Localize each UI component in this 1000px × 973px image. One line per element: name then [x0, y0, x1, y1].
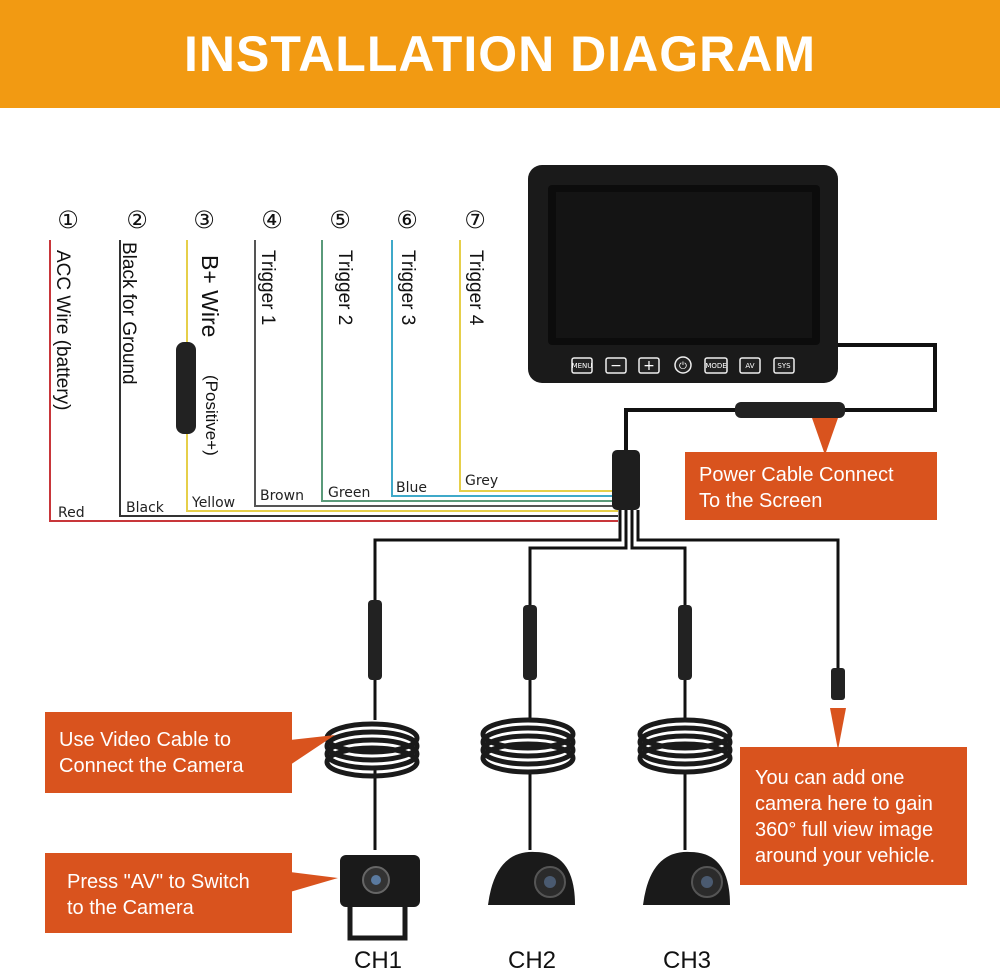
video-connector [368, 600, 382, 680]
wire-label: ACC Wire (battery) [52, 250, 73, 410]
sys-button[interactable]: SYS [773, 357, 795, 374]
callout-line: 360° full view image [755, 819, 934, 841]
wire-number: ⑥ [396, 206, 418, 234]
callout-pointer [830, 708, 846, 750]
power-connector [735, 402, 845, 418]
svg-text:−: − [610, 358, 622, 374]
camera-ch3 [643, 851, 730, 905]
wire-number: ④ [261, 206, 283, 234]
channel-label-ch2: CH2 [508, 947, 556, 973]
wire-grey [459, 240, 618, 492]
wire-label: Black for Ground [118, 242, 139, 385]
channel-label-ch1: CH1 [354, 947, 402, 973]
callout-video-cable: Use Video Cable to Connect the Camera [45, 712, 292, 793]
wire-label: Trigger 3 [397, 250, 418, 325]
callout-press-av: Press "AV" to Switch to the Camera [45, 853, 292, 933]
callout-pointer [812, 418, 838, 455]
page-title: INSTALLATION DIAGRAM [184, 26, 816, 82]
wire-number: ⑤ [329, 206, 351, 234]
callout-line: Connect the Camera [59, 755, 244, 777]
svg-text:SYS: SYS [777, 362, 791, 370]
menu-button[interactable]: MENU [571, 357, 593, 374]
svg-text:⏻: ⏻ [679, 361, 687, 372]
wire-number: ③ [193, 206, 215, 234]
power-cable [624, 408, 740, 452]
wire-label: Trigger 2 [334, 250, 355, 325]
wire-number: ② [126, 206, 148, 234]
svg-text:MENU: MENU [572, 362, 593, 370]
callout-pointer [290, 735, 335, 765]
callout-pointer [290, 872, 338, 892]
channel-label-ch3: CH3 [663, 947, 711, 973]
svg-text:+: + [643, 358, 655, 374]
fuse-holder [176, 342, 196, 434]
wire-number: ⑦ [464, 206, 486, 234]
wire-color-label: Brown [260, 488, 304, 504]
video-connector [523, 605, 537, 680]
callout-line: to the Camera [67, 897, 194, 919]
callout-power-cable: Power Cable Connect To the Screen [685, 452, 937, 520]
wire-black [119, 240, 618, 517]
callout-add-camera: You can add one camera here to gain 360°… [740, 747, 967, 885]
cable-coil [324, 721, 420, 779]
wire-label: Trigger 4 [465, 250, 486, 326]
callout-line: around your vehicle. [755, 845, 936, 867]
camera-ch1 [340, 855, 420, 941]
callout-line: Power Cable Connect [699, 464, 894, 486]
camera-ch2 [488, 851, 575, 905]
plus-button[interactable]: + [638, 357, 660, 374]
svg-text:AV: AV [745, 362, 754, 370]
mode-button[interactable]: MODE [704, 357, 728, 374]
callout-line: Press "AV" to Switch [67, 871, 250, 893]
wire-color-label: Red [58, 505, 85, 521]
wire-brown [254, 240, 618, 507]
callout-line: To the Screen [699, 490, 823, 512]
svg-text:MODE: MODE [705, 362, 726, 370]
callout-line: camera here to gain [755, 793, 933, 815]
header-banner: INSTALLATION DIAGRAM [0, 0, 1000, 108]
wire-label: Trigger 1 [257, 250, 278, 325]
wire-color-label: Black [126, 500, 165, 516]
wire-color-label: Green [328, 485, 370, 501]
wire-blue [391, 240, 618, 497]
callout-line: Use Video Cable to [59, 729, 231, 751]
cable-coil [637, 717, 733, 775]
wire-yellow [186, 240, 618, 512]
wire-color-label: Grey [465, 473, 498, 489]
minus-button[interactable]: − [605, 357, 627, 374]
callout-line: You can add one [755, 767, 905, 789]
video-connector [678, 605, 692, 680]
wire-number: ① [57, 206, 79, 234]
wire-color-label: Blue [396, 480, 427, 496]
spare-connector [831, 668, 845, 700]
wire-red [49, 240, 618, 522]
power-button[interactable]: ⏻ [674, 356, 692, 374]
cable-coil [480, 717, 576, 775]
wire-green [321, 240, 618, 502]
monitor [528, 165, 838, 383]
cable-hub [612, 450, 640, 510]
av-button[interactable]: AV [739, 357, 761, 374]
wire-label: (Positive+) [202, 375, 221, 456]
wire-color-label: Yellow [191, 495, 235, 511]
power-cable [838, 343, 937, 412]
wire-label: B+ Wire [197, 255, 223, 337]
